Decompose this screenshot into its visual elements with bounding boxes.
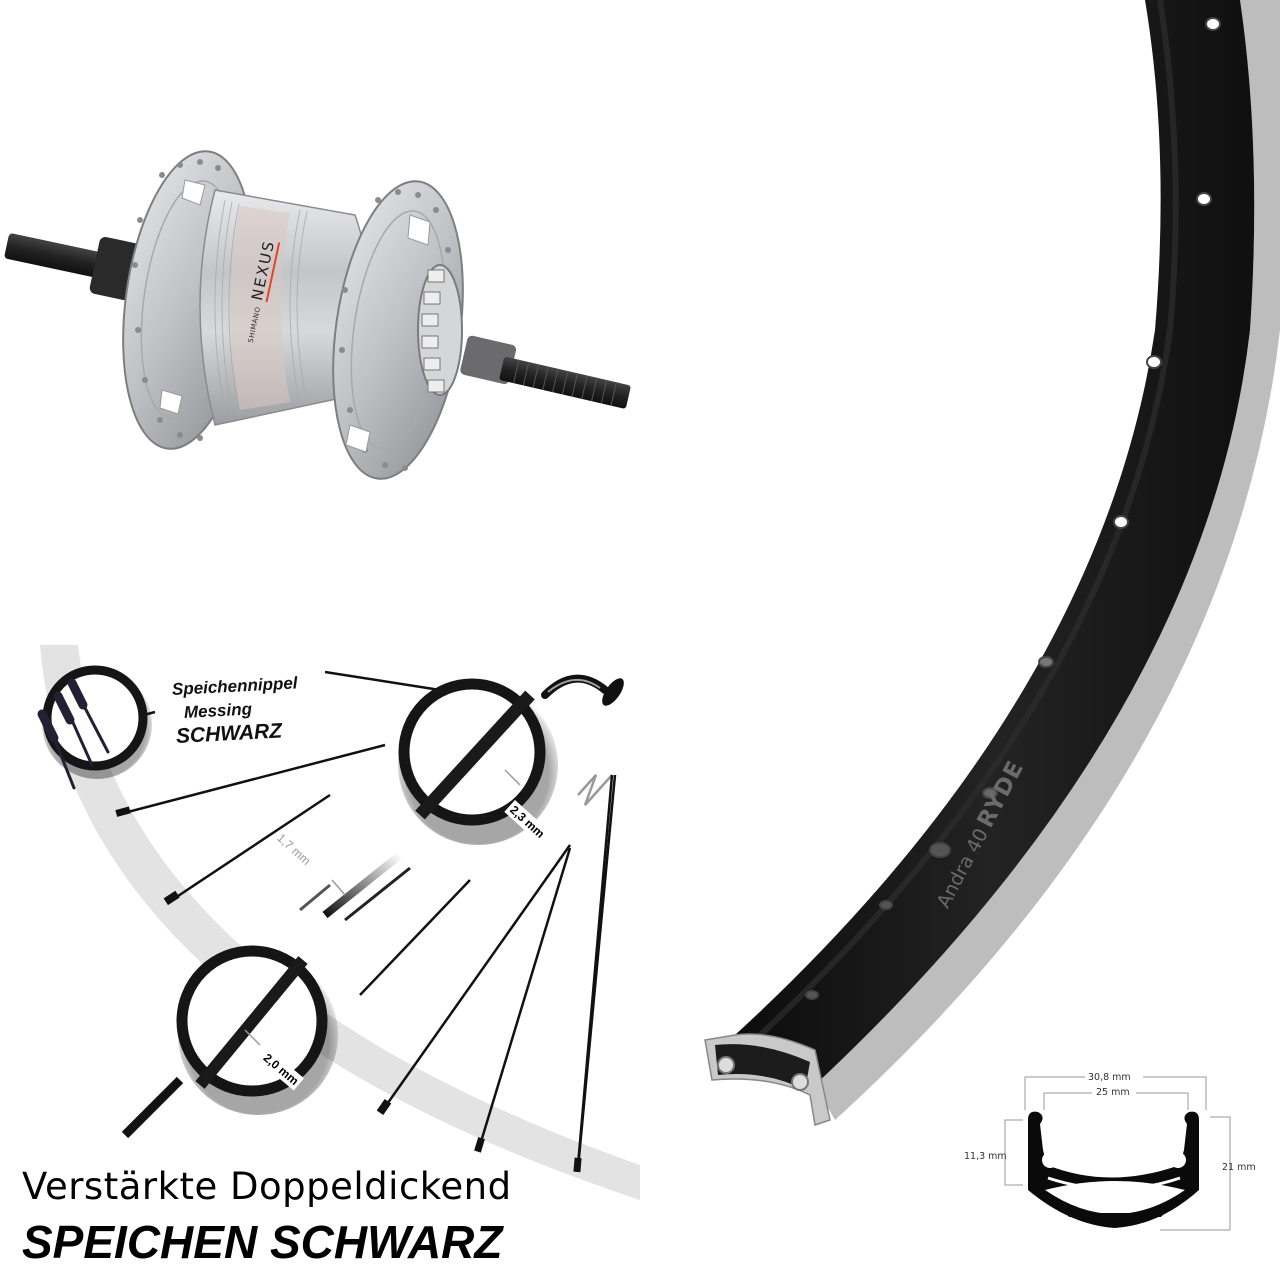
profile-inner-width: 25 mm <box>1096 1087 1130 1098</box>
spoke-head-icon <box>541 674 624 706</box>
nipple-lens <box>37 665 152 790</box>
caption-subtitle: SPEICHEN SCHWARZ <box>22 1216 503 1268</box>
rim-face <box>735 0 1255 1085</box>
sprocket <box>417 264 463 396</box>
rim-profile-shape <box>1028 1111 1199 1228</box>
profile-total-height: 21 mm <box>1222 1162 1256 1173</box>
rim-cross-section <box>704 1033 831 1126</box>
spokes <box>119 670 617 1169</box>
right-axle <box>460 335 631 409</box>
profile-side-height: 11,3 mm <box>964 1151 1007 1162</box>
spoke-bend-zigzag <box>577 774 613 806</box>
rim-spoke-holes <box>805 17 1221 1000</box>
caption-title: Verstärkte Doppeldickend <box>22 1165 512 1208</box>
profile-outer-width: 30,8 mm <box>1088 1072 1131 1083</box>
